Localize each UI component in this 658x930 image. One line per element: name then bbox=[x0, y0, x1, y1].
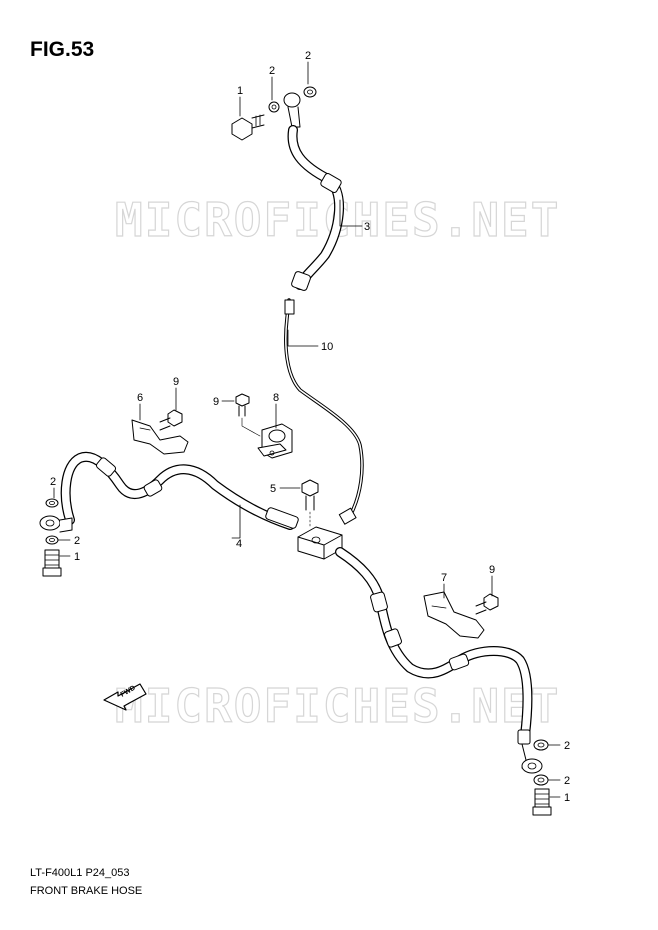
callout-1-left: 1 bbox=[74, 551, 80, 563]
part-2-left-washer-b bbox=[45, 535, 59, 545]
callout-3: 3 bbox=[364, 221, 370, 233]
part-1-right-bolt bbox=[532, 788, 552, 816]
callout-2-right-a: 2 bbox=[564, 740, 570, 752]
part-2-left-washer-a bbox=[45, 498, 59, 508]
left-banjo-fitting bbox=[39, 515, 73, 533]
callout-6: 6 bbox=[137, 392, 143, 404]
part-2-right-washer-b bbox=[533, 774, 549, 786]
figure-title: FIG.53 bbox=[30, 38, 95, 61]
callout-10: 10 bbox=[321, 341, 333, 353]
right-banjo-fitting bbox=[521, 743, 543, 774]
callout-1-top: 1 bbox=[237, 85, 243, 97]
part-1-left-bolt bbox=[42, 549, 62, 577]
part-8-clamp bbox=[257, 423, 293, 459]
junction-block bbox=[297, 526, 343, 560]
callout-1-right: 1 bbox=[564, 792, 570, 804]
callout-8: 8 bbox=[273, 392, 279, 404]
right-hose bbox=[335, 547, 533, 745]
part-4-left-hose bbox=[60, 451, 299, 530]
callout-2-left-b: 2 bbox=[74, 535, 80, 547]
top-banjo-fitting bbox=[283, 92, 301, 128]
watermark-bottom: MICROFICHES.NET bbox=[115, 679, 560, 733]
part-6-bracket bbox=[131, 419, 189, 455]
part-1-top-bolt bbox=[231, 114, 265, 141]
part-9-right-bolt bbox=[475, 593, 499, 615]
leader-lines bbox=[53, 61, 561, 798]
part-2-top-washer-b bbox=[303, 86, 317, 98]
part-9-mid-bolt bbox=[235, 393, 261, 437]
callout-2-top-b: 2 bbox=[305, 50, 311, 62]
callout-9-right: 9 bbox=[489, 564, 495, 576]
figure-caption: FRONT BRAKE HOSE bbox=[30, 885, 143, 897]
fwd-direction-arrow bbox=[103, 683, 147, 711]
callout-2-left-a: 2 bbox=[50, 476, 56, 488]
callout-2-right-b: 2 bbox=[564, 775, 570, 787]
callout-2-top-a: 2 bbox=[269, 65, 275, 77]
part-3-upper-hose bbox=[287, 125, 345, 291]
part-5-bolt bbox=[301, 479, 319, 529]
part-9-left-bolt bbox=[159, 409, 183, 431]
figure-code: LT-F400L1 P24_053 bbox=[30, 867, 130, 879]
part-2-top-washer-a bbox=[268, 101, 280, 113]
callout-9-mid: 9 bbox=[213, 396, 219, 408]
part-7-bracket bbox=[423, 591, 485, 639]
part-2-right-washer-a bbox=[533, 739, 549, 751]
callout-9-left: 9 bbox=[173, 376, 179, 388]
callout-4: 4 bbox=[236, 538, 242, 550]
callout-5: 5 bbox=[270, 483, 276, 495]
callout-7: 7 bbox=[441, 572, 447, 584]
part-10-brake-pipe bbox=[284, 298, 364, 525]
